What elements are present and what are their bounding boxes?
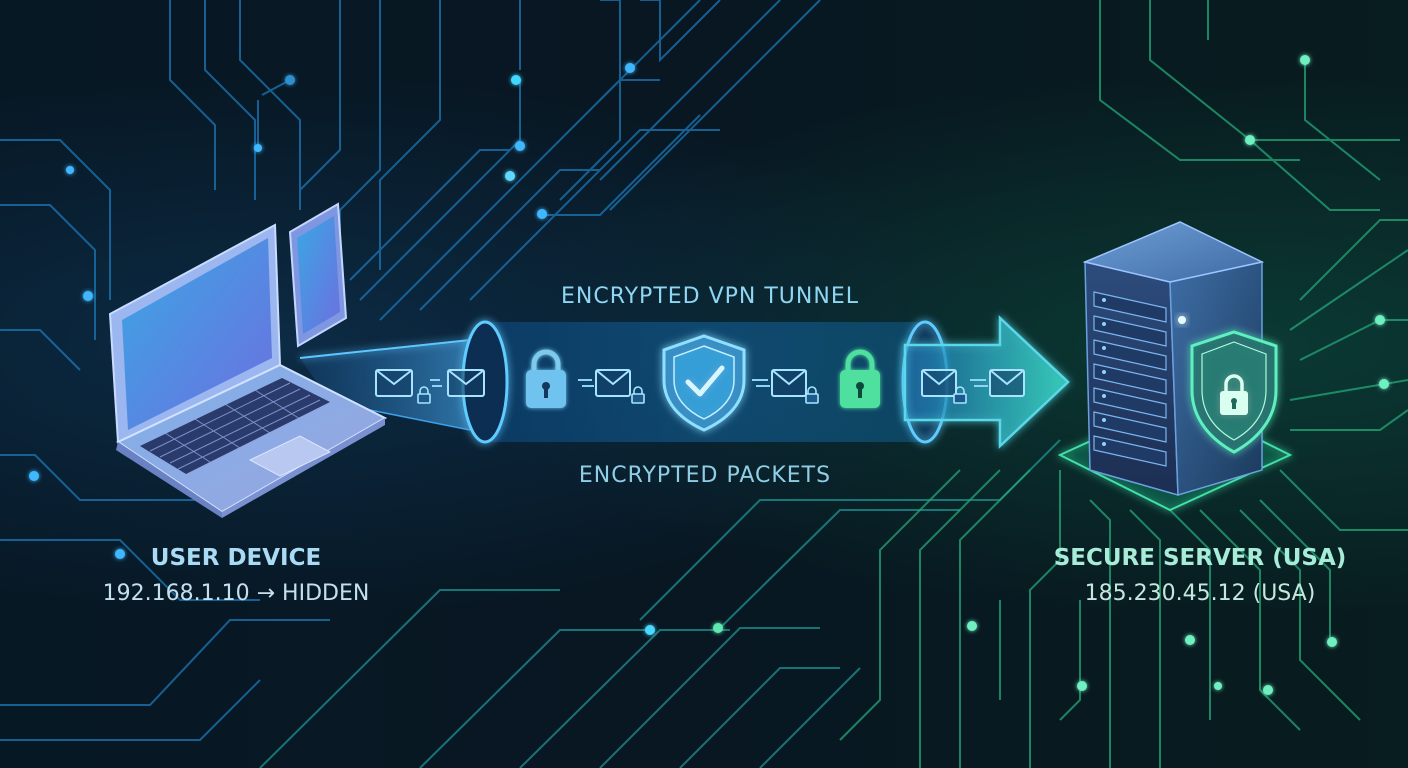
user-device-title: USER DEVICE — [150, 545, 322, 571]
padlock-icon-green — [840, 349, 880, 408]
server-title: SECURE SERVER (USA) — [1053, 545, 1347, 571]
tunnel-subtitle: ENCRYPTED PACKETS — [578, 463, 832, 488]
envelope-icon — [375, 369, 1025, 397]
tunnel-title: ENCRYPTED VPN TUNNEL — [561, 284, 859, 309]
user-device-ip: 192.168.1.10 → HIDDEN — [102, 581, 370, 606]
padlock-icon-blue — [526, 349, 566, 408]
server-glint — [1178, 316, 1186, 324]
padlock-icon — [417, 386, 967, 404]
phone-icon — [288, 202, 348, 348]
shield-lock-icon — [1190, 330, 1278, 454]
arrow-right-icon — [903, 315, 1070, 449]
circuit-nodes — [29, 55, 1389, 695]
laptop-icon — [108, 223, 388, 518]
circuit-traces-right — [839, 0, 1408, 768]
server-ip: 185.230.45.12 (USA) — [1084, 581, 1316, 606]
shield-check-icon — [662, 334, 746, 432]
circuit-traces-bottom — [259, 439, 1061, 768]
